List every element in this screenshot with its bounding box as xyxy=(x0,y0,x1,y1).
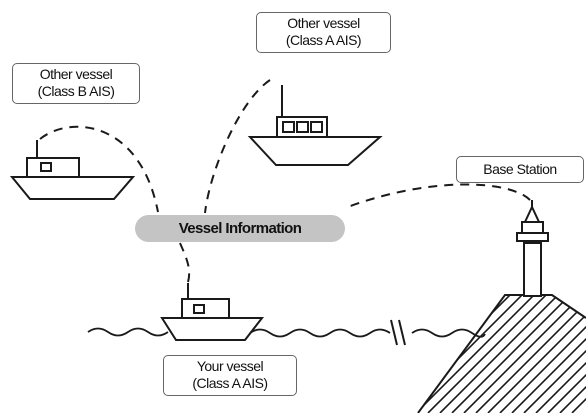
label-line: (Class A AIS) xyxy=(192,375,268,391)
label-line: (Class A AIS) xyxy=(285,32,362,48)
vessel-information-pill: Vessel Information xyxy=(135,215,345,242)
lighthouse-icon xyxy=(516,200,549,297)
ship-icon xyxy=(9,140,136,200)
waves-icon xyxy=(87,327,486,338)
communication-links xyxy=(39,79,531,283)
label-line: Base Station xyxy=(483,161,557,177)
cliff-icon xyxy=(417,294,586,413)
label-your-vessel: Your vessel (Class A AIS) xyxy=(163,355,297,396)
label-other-vessel-class-a: Other vessel (Class A AIS) xyxy=(256,12,391,53)
link-info-to-your-vessel xyxy=(179,242,191,283)
link-base-to-info xyxy=(344,183,531,209)
label-line: (Class B AIS) xyxy=(37,83,115,99)
ship-icon xyxy=(160,283,265,341)
break-mark-icon xyxy=(390,319,406,346)
link-class-b-to-info xyxy=(39,125,159,213)
label-line: Other vessel xyxy=(39,66,113,82)
label-base-station: Base Station xyxy=(456,156,584,183)
label-line: Your vessel xyxy=(196,358,264,374)
label-line: Other vessel xyxy=(287,15,360,31)
label-other-vessel-class-b: Other vessel (Class B AIS) xyxy=(12,63,140,104)
ship-icon xyxy=(247,85,383,166)
link-class-a-to-info xyxy=(204,79,271,214)
